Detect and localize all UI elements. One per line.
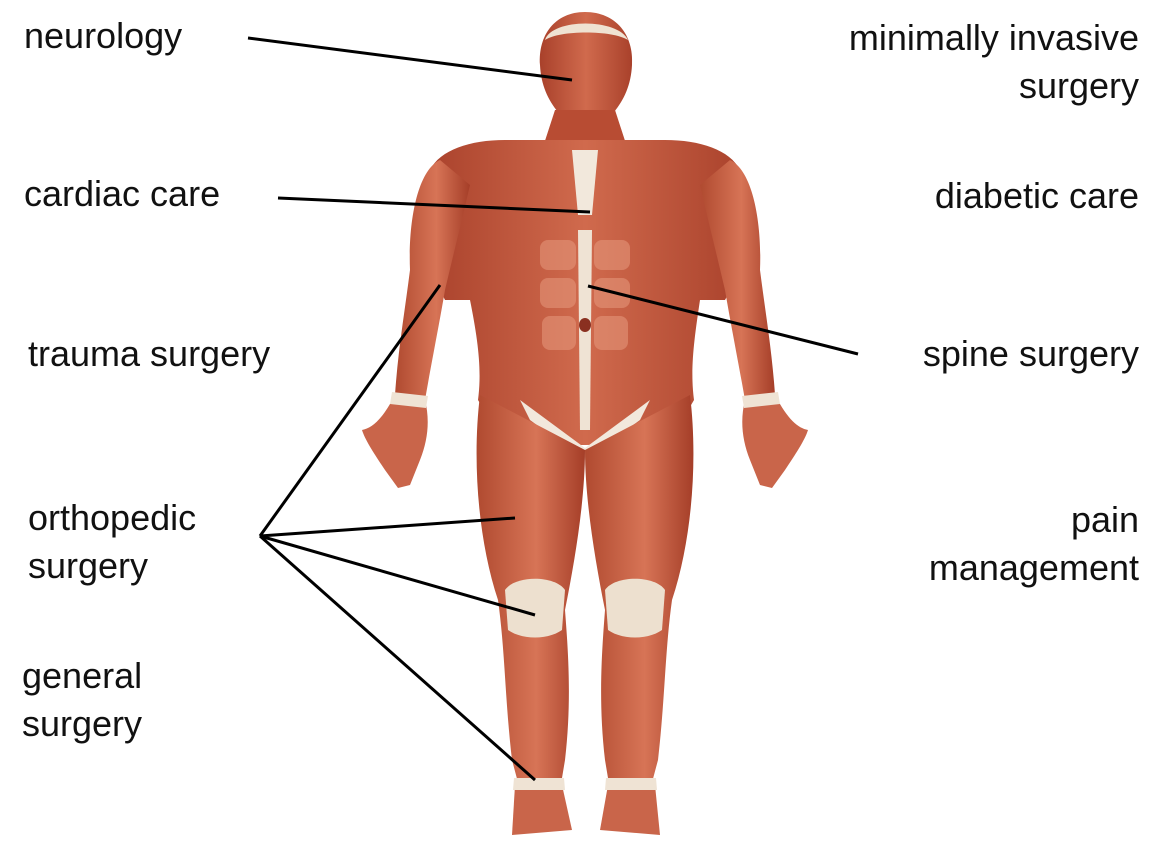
label-spine-surgery: spine surgery [923, 330, 1139, 378]
left-foot [512, 785, 572, 835]
label-cardiac-care: cardiac care [24, 170, 220, 218]
left-hand [362, 395, 428, 488]
right-ankle-tendon [605, 778, 657, 790]
label-trauma-surgery: trauma surgery [28, 330, 270, 378]
label-orthopedic-surgery: orthopedic surgery [28, 494, 196, 590]
left-ankle-tendon [513, 778, 565, 790]
right-knee-tendon [605, 579, 665, 638]
leader-line-ortho-thigh [260, 518, 515, 536]
label-minimally-invasive-surgery: minimally invasive surgery [849, 14, 1139, 110]
muscle-figure [362, 12, 808, 835]
navel [579, 318, 591, 332]
right-hand [742, 395, 808, 488]
leader-line-neurology [248, 38, 572, 80]
label-general-surgery: general surgery [22, 652, 142, 748]
label-neurology: neurology [24, 12, 182, 60]
label-diabetic-care: diabetic care [935, 172, 1139, 220]
right-foot [600, 785, 660, 835]
label-pain-management: pain management [929, 496, 1139, 592]
